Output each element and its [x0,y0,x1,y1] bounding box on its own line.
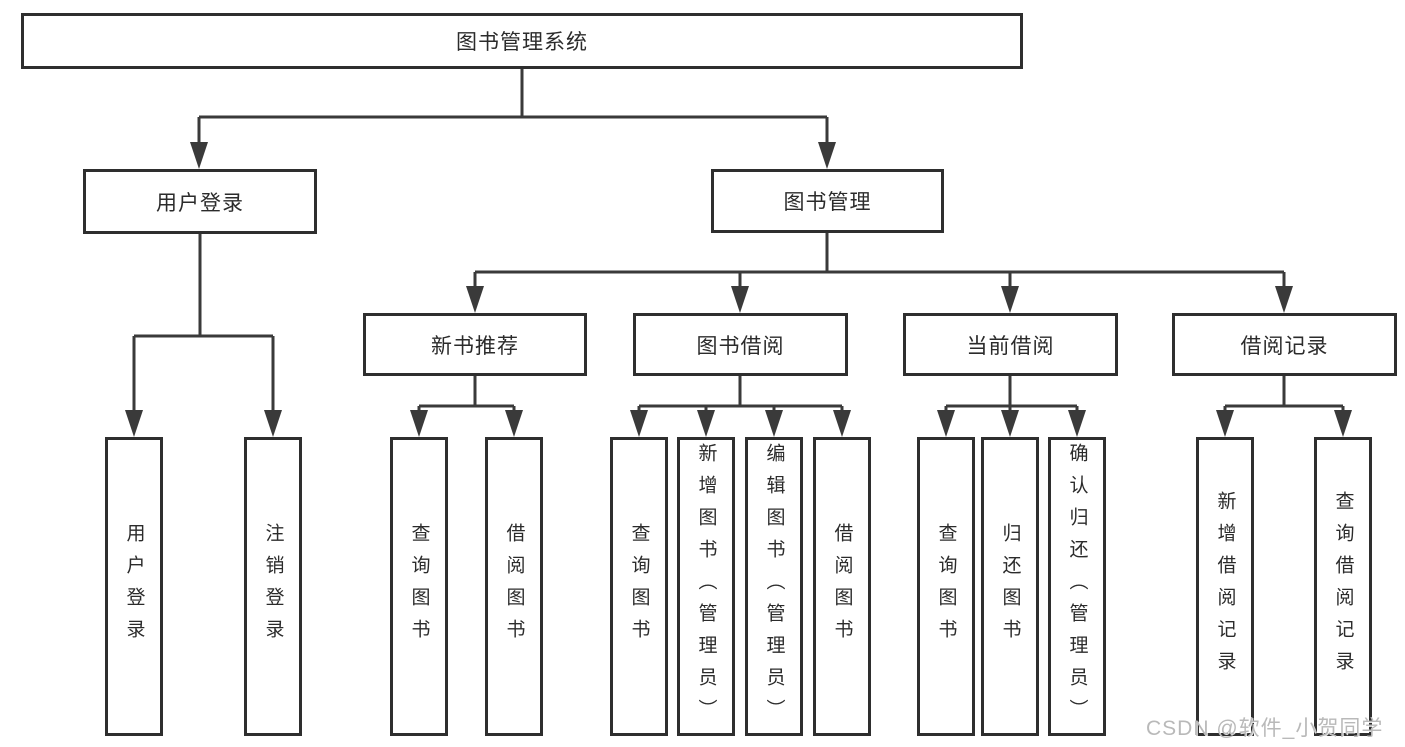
node-query-books: 查询图书 [390,437,448,736]
node-label: 用户登录 [156,191,244,215]
node-label: 查询借阅记录 [1332,490,1354,683]
node-label: 注销登录 [262,522,284,651]
node-query-books: 查询图书 [610,437,668,736]
node-label: 借阅图书 [831,522,853,651]
node-label: 编辑图书（管理员） [763,442,785,731]
arrow-down-icon [731,286,749,313]
node-borrow-books: 借阅图书 [813,437,871,736]
node-add-books-admin: 新增图书（管理员） [677,437,735,736]
node-label: 新书推荐 [431,334,519,358]
arrow-down-icon [1216,410,1234,437]
connector-book-borrowing [637,376,844,414]
node-label: 用户登录 [123,522,145,651]
node-new-book-recommendation: 新书推荐 [363,313,587,376]
node-label: 确认归还（管理员） [1066,442,1088,731]
node-label: 归还图书 [999,522,1021,651]
connector-book-management [473,233,1286,290]
arrow-down-icon [190,142,208,169]
arrow-down-icon [410,410,428,437]
node-edit-books-admin: 编辑图书（管理员） [745,437,803,736]
node-book-borrowing: 图书借阅 [633,313,848,376]
arrow-down-icon [264,410,282,437]
connector-borrowing-records [1223,376,1345,414]
node-label: 当前借阅 [966,334,1055,358]
arrow-down-icon [937,410,955,437]
arrow-down-icon [1275,286,1293,313]
node-label: 借阅图书 [503,522,525,651]
node-borrow-books: 借阅图书 [485,437,543,736]
arrow-down-icon [1001,410,1019,437]
connector-new-book-recommendation [417,376,516,414]
node-label: 借阅记录 [1240,334,1329,358]
arrow-down-icon [818,142,836,169]
arrow-down-icon [630,410,648,437]
node-label: 图书管理系统 [456,31,588,54]
node-query-books: 查询图书 [917,437,975,736]
node-user-login: 用户登录 [83,169,317,234]
node-label: 新增图书（管理员） [695,442,717,731]
node-add-borrow-record: 新增借阅记录 [1196,437,1254,736]
node-user-login-leaf: 用户登录 [105,437,163,736]
node-label: 查询图书 [408,522,430,651]
node-book-management: 图书管理 [711,169,944,233]
arrow-down-icon [466,286,484,313]
node-label: 查询图书 [935,522,957,651]
node-library-management-system: 图书管理系统 [21,13,1023,69]
connector-root [197,69,829,146]
node-label: 图书管理 [783,191,872,214]
arrow-down-icon [1001,286,1019,313]
csdn-watermark: CSDN @软件_小贺同学 [1146,717,1384,740]
node-label: 图书借阅 [696,334,785,358]
node-confirm-return-admin: 确认归还（管理员） [1048,437,1106,736]
connector-user-login [132,234,275,414]
node-label: 新增借阅记录 [1214,490,1236,683]
arrow-down-icon [697,410,715,437]
arrow-down-icon [765,410,783,437]
node-query-borrow-record: 查询借阅记录 [1314,437,1372,736]
arrow-down-icon [1068,410,1086,437]
node-logout: 注销登录 [244,437,302,736]
arrow-down-icon [505,410,523,437]
connector-current-borrowing [944,376,1079,414]
node-current-borrowing: 当前借阅 [903,313,1118,376]
arrow-down-icon [1334,410,1352,437]
node-return-books: 归还图书 [981,437,1039,736]
arrow-down-icon [833,410,851,437]
node-label: 查询图书 [628,522,650,651]
node-borrowing-records: 借阅记录 [1172,313,1397,376]
arrow-down-icon [125,410,143,437]
